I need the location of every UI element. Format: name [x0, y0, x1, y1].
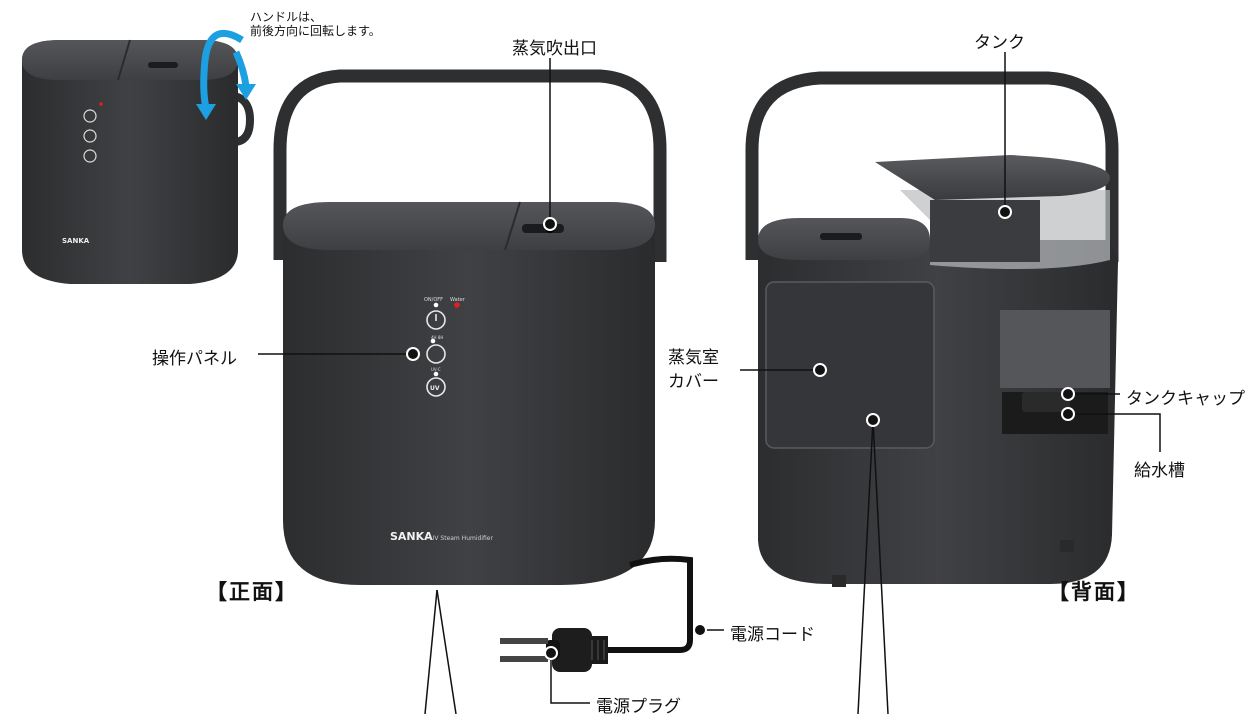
uv-c-label: UV-C	[431, 367, 441, 372]
steam-chamber-cover-line2: カバー	[668, 372, 719, 392]
on-off-label: ON/OFF	[424, 297, 443, 303]
steam-chamber-cover	[765, 281, 935, 449]
tank-label: タンク	[974, 33, 1025, 53]
power-cord	[602, 555, 693, 653]
front-body	[283, 225, 655, 585]
tank-cap-label: タンクキャップ	[1126, 389, 1245, 409]
water-indicator-light	[454, 302, 460, 308]
steam-outlet	[522, 224, 564, 233]
timer-icon	[426, 344, 446, 364]
model-text: UV Steam Humidifier	[430, 535, 493, 542]
arrow-head-down-icon-2	[236, 84, 256, 100]
power-icon	[426, 310, 446, 330]
leader-lines	[258, 52, 1161, 715]
water-label: Water	[450, 297, 466, 303]
power-plug	[500, 628, 608, 672]
small-rotation-view: SANKA	[22, 29, 256, 284]
control-panel-label: 操作パネル	[152, 349, 237, 369]
uv-button-label: UV	[430, 385, 440, 392]
handle-note: ハンドルは、 前後方向に回転します。	[250, 10, 381, 38]
uv-icon	[426, 377, 446, 397]
leader-dots	[406, 205, 1075, 660]
handle	[273, 69, 667, 262]
svg-text:SANKA: SANKA	[62, 237, 90, 245]
steam-chamber-cover-label: 蒸気室 カバー	[668, 346, 719, 394]
steam-outlet-label: 蒸気吹出口	[512, 39, 597, 59]
brand-logo: SANKA	[390, 530, 433, 543]
front-view-title: 【正面】	[206, 580, 298, 604]
water-tray-label: 給水槽	[1134, 461, 1185, 481]
handle-note-line2: 前後方向に回転します。	[250, 24, 381, 38]
front-view	[273, 69, 693, 672]
back-view-title: 【背面】	[1048, 580, 1140, 604]
arrow-head-down-icon	[196, 104, 216, 120]
timer-label: 4H 8H	[431, 335, 443, 340]
handle-note-line1: ハンドルは、	[250, 10, 323, 24]
back-view	[745, 71, 1119, 587]
power-cord-label: 電源コード	[730, 625, 815, 645]
tank-cap	[1022, 392, 1070, 412]
steam-chamber-cover-line1: 蒸気室	[668, 348, 719, 368]
rotation-arrow-icon	[200, 29, 244, 109]
control-panel	[426, 302, 460, 397]
power-plug-label: 電源プラグ	[596, 697, 681, 717]
